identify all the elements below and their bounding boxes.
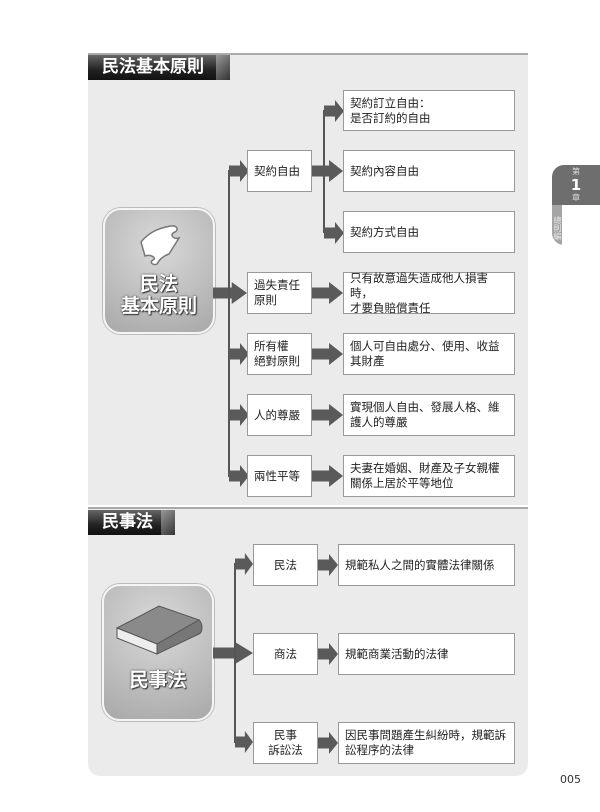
- arrow: [235, 731, 253, 753]
- arrow: [213, 282, 247, 304]
- leaf-box: 個人可自由處分、使用、收益 其財產: [343, 333, 515, 375]
- leaf-box: 契約訂立自由： 是否訂約的自由: [343, 90, 515, 131]
- leaf-text: 規範私人之間的實體法律關係: [345, 557, 495, 572]
- arrow: [312, 343, 343, 365]
- leaf-box: 規範商業活動的法律: [338, 633, 515, 675]
- arrow: [312, 465, 343, 487]
- leaf-text: 個人可自由處分、使用、收益 其財產: [350, 339, 500, 368]
- branch-ownership: 所有權 絕對原則: [247, 333, 312, 375]
- leaf-box: 規範私人之間的實體法律關係: [338, 544, 515, 586]
- leaf-box: 契約內容自由: [343, 150, 515, 192]
- chapter-tab: 第 1 章 總則編: [552, 165, 600, 245]
- branch-commercial-law: 商法: [253, 633, 318, 675]
- branch-gender-equality: 兩性平等: [247, 455, 312, 497]
- leaf-text: 規範商業活動的法律: [345, 646, 449, 661]
- section2-center-node: 民事法: [102, 584, 214, 721]
- arrow: [229, 404, 249, 426]
- arrow: [229, 343, 249, 365]
- part-name: 總則編: [553, 216, 562, 240]
- branch-label: 兩性平等: [254, 468, 300, 483]
- leaf-box: 實現個人自由、發展人格、維 護人的尊嚴: [343, 394, 515, 436]
- arrow: [213, 642, 253, 664]
- branch-civil-procedure: 民事 訴訟法: [253, 722, 318, 764]
- arrow: [318, 732, 338, 754]
- chapter-suffix: 章: [572, 193, 580, 202]
- section-rule: [88, 507, 528, 509]
- branch-label: 過失責任 原則: [254, 278, 300, 307]
- arrow: [312, 404, 343, 426]
- branch-label: 民事 訴訟法: [268, 728, 303, 757]
- arrow: [324, 100, 344, 122]
- branch-label: 契約自由: [254, 163, 300, 178]
- section1-center-node: 民法 基本原則: [103, 208, 215, 334]
- leaf-text: 只有故意過失造成他人損害時， 才要負賠償責任: [350, 270, 488, 315]
- arrow: [324, 222, 344, 244]
- book-icon: [115, 605, 203, 655]
- leaf-text: 實現個人自由、發展人格、維 護人的尊嚴: [350, 400, 500, 429]
- branch-label: 所有權 絕對原則: [254, 339, 300, 368]
- arrow: [229, 465, 249, 487]
- leaf-text: 契約內容自由: [350, 163, 419, 178]
- page-number: 005: [560, 773, 581, 786]
- arrow: [312, 282, 343, 304]
- branch-civil-law: 民法: [253, 544, 318, 586]
- branch-label: 人的尊嚴: [254, 407, 300, 422]
- section1-center-label-2: 基本原則: [120, 295, 197, 317]
- branch-label: 民法: [274, 557, 297, 572]
- section2-title: 民事法: [88, 510, 175, 535]
- scroll-icon: [140, 225, 181, 266]
- arrow: [318, 554, 338, 576]
- leaf-box: 因民事問題產生糾紛時，規範訴 訟程序的法律: [338, 722, 515, 764]
- section2-center-label: 民事法: [129, 669, 187, 691]
- leaf-box: 只有故意過失造成他人損害時， 才要負賠償責任: [343, 270, 515, 315]
- arrow: [312, 160, 343, 182]
- leaf-box: 契約方式自由: [343, 211, 515, 253]
- branch-human-dignity: 人的尊嚴: [247, 394, 312, 436]
- leaf-box: 夫妻在婚姻、財產及子女親權 關係上居於平等地位: [343, 455, 515, 497]
- branch-contract-freedom: 契約自由: [247, 150, 312, 192]
- trunk-line: [228, 170, 230, 477]
- branch-label: 商法: [274, 646, 297, 661]
- arrow: [318, 643, 338, 665]
- trunk-line: [234, 563, 236, 743]
- leaf-text: 契約方式自由: [350, 224, 419, 239]
- branch-fault-liability: 過失責任 原則: [247, 272, 312, 314]
- chapter-prefix: 第: [572, 167, 580, 176]
- section-rule: [88, 53, 528, 55]
- section1-center-label-1: 民法: [139, 273, 178, 295]
- chapter-number: 1: [570, 176, 582, 194]
- leaf-text: 因民事問題產生糾紛時，規範訴 訟程序的法律: [345, 728, 506, 757]
- leaf-text: 契約訂立自由： 是否訂約的自由: [350, 95, 431, 125]
- arrow: [235, 553, 253, 575]
- arrow: [229, 160, 249, 182]
- section1-title: 民法基本原則: [88, 55, 230, 80]
- leaf-text: 夫妻在婚姻、財產及子女親權 關係上居於平等地位: [350, 461, 500, 490]
